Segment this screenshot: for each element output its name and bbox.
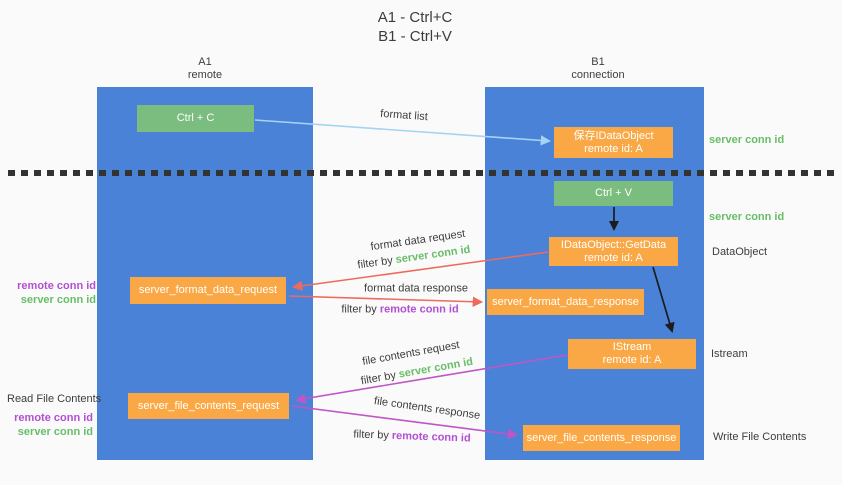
filter-prefix: filter by [341, 303, 380, 316]
column-b1-role: connection [571, 69, 625, 81]
label-filter-format-response: filter by remote conn id [341, 304, 458, 317]
column-header-b1: B1 connection [538, 56, 658, 82]
node-ctrl-c: Ctrl + C [137, 105, 254, 132]
node-server-file-contents-request-label: server_file_contents_request [137, 399, 280, 412]
node-ctrl-c-label: Ctrl + C [176, 112, 215, 124]
title-line-1: A1 - Ctrl+C [377, 9, 453, 26]
left-read-file-contents: Read File Contents [7, 393, 102, 405]
right-istream-label: Istream [711, 348, 748, 360]
title-line-2: B1 - Ctrl+V [378, 28, 452, 45]
left-format-remote-conn-id: remote conn id [17, 280, 96, 292]
right-server-conn-id-mid: server conn id [709, 211, 785, 223]
node-save-dataobject-line2: remote id: A [584, 142, 643, 155]
right-dataobject-label: DataObject [712, 246, 768, 258]
node-idataobject-getdata: IDataObject::GetData remote id: A [549, 237, 678, 266]
node-ctrl-v: Ctrl + V [554, 181, 673, 206]
session-divider-line [8, 170, 835, 176]
label-format-list: format list [379, 107, 429, 124]
node-server-format-data-request: server_format_data_request [130, 277, 286, 304]
node-istream: IStream remote id: A [568, 339, 696, 369]
node-save-dataobject: 保存IDataObject remote id: A [554, 127, 673, 158]
node-server-file-contents-response-label: server_file_contents_response [526, 431, 677, 444]
filter-key-remote-conn-id: remote conn id [379, 303, 459, 316]
node-save-dataobject-line1: 保存IDataObject [573, 129, 654, 142]
right-server-conn-id-top: server conn id [709, 134, 785, 146]
node-server-file-contents-request: server_file_contents_request [128, 393, 289, 419]
column-a1-role: remote [187, 69, 223, 81]
diagram-title: A1 - Ctrl+C B1 - Ctrl+V [325, 8, 505, 46]
label-file-contents-response: file contents response [373, 395, 481, 422]
node-istream-line1: IStream [612, 341, 652, 353]
filter-prefix: filter by [353, 428, 393, 442]
arrow-format-data-response [288, 295, 484, 307]
left-file-conn-ids: remote conn id server conn id [0, 411, 93, 439]
node-istream-line2: remote id: A [602, 354, 662, 366]
left-file-remote-conn-id: remote conn id [14, 412, 93, 424]
column-header-a1: A1 remote [145, 56, 265, 82]
node-server-format-data-response-label: server_format_data_response [492, 295, 639, 308]
left-format-server-conn-id: server conn id [20, 294, 96, 306]
node-server-format-data-request-label: server_format_data_request [138, 284, 278, 296]
node-getdata-line2: remote id: A [584, 251, 643, 264]
label-filter-file-response: filter by remote conn id [353, 428, 471, 445]
filter-key-remote-conn-id: remote conn id [391, 429, 471, 445]
filter-prefix: filter by [359, 368, 400, 388]
node-server-format-data-response: server_format_data_response [487, 289, 644, 315]
left-file-server-conn-id: server conn id [17, 426, 93, 438]
node-server-file-contents-response: server_file_contents_response [523, 425, 680, 451]
column-a1-name: A1 [198, 56, 212, 68]
filter-prefix: filter by [356, 254, 397, 272]
node-getdata-line1: IDataObject::GetData [560, 238, 667, 251]
column-b1-name: B1 [591, 56, 605, 68]
label-format-data-response: format data response [364, 282, 468, 295]
node-ctrl-v-label: Ctrl + V [595, 187, 632, 199]
left-format-conn-ids: remote conn id server conn id [0, 279, 96, 307]
right-write-file-contents: Write File Contents [713, 431, 807, 443]
